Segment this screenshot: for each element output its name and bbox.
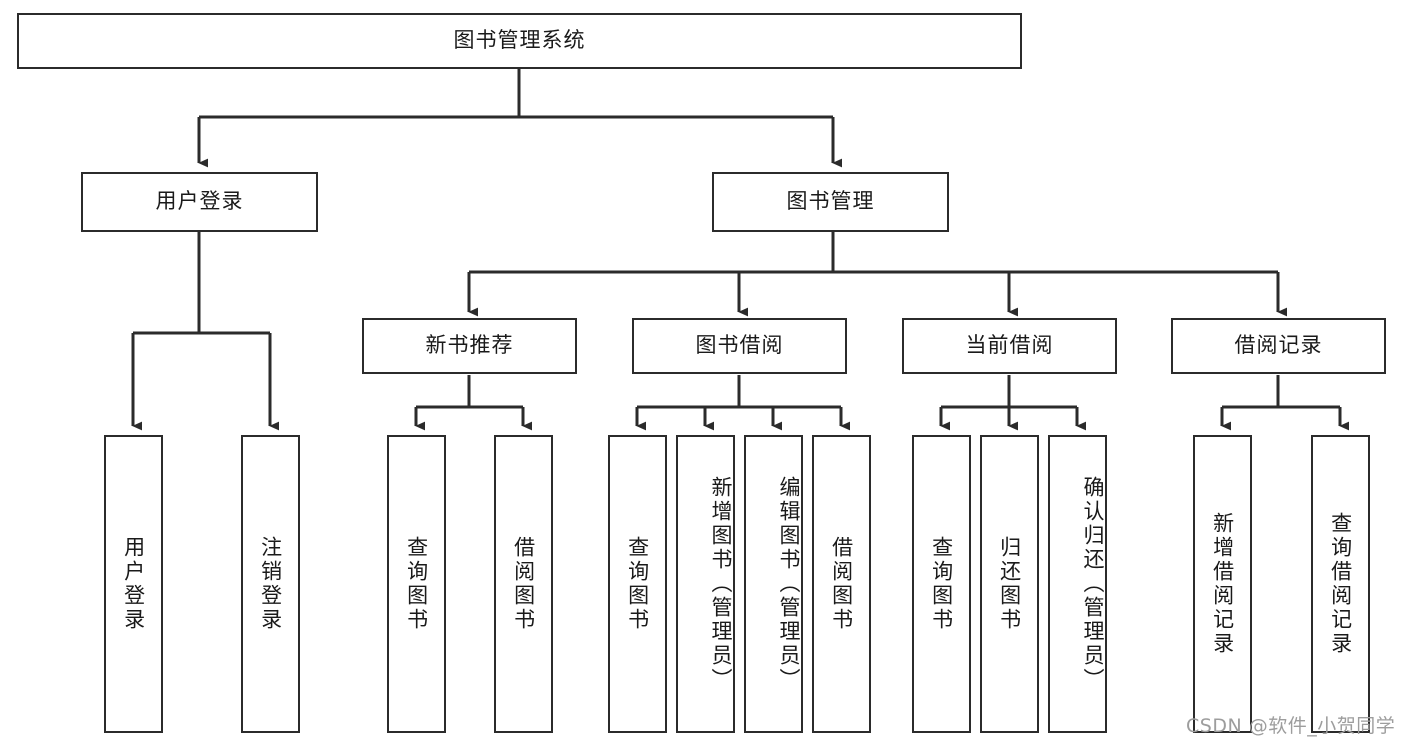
leaf-edit-book-admin[interactable]: 编辑图书（管理员） [744,435,803,733]
leaf-confirm-return-admin[interactable]: 确认归还（管理员） [1048,435,1107,733]
leaf-borrow-books-borrowing[interactable]: 借阅图书 [812,435,871,733]
node-borrowing-records[interactable]: 借阅记录 [1171,318,1386,374]
leaf-borrow-books-new-book[interactable]: 借阅图书 [494,435,553,733]
node-new-book-recommendation[interactable]: 新书推荐 [362,318,577,374]
leaf-add-book-admin[interactable]: 新增图书（管理员） [676,435,735,733]
leaf-query-borrowing-record[interactable]: 查询借阅记录 [1311,435,1370,733]
leaf-query-books-borrowing[interactable]: 查询图书 [608,435,667,733]
leaf-add-borrowing-record[interactable]: 新增借阅记录 [1193,435,1252,733]
node-root-book-management-system[interactable]: 图书管理系统 [17,13,1022,69]
node-current-borrowing[interactable]: 当前借阅 [902,318,1117,374]
leaf-user-login[interactable]: 用户登录 [104,435,163,733]
leaf-query-books-new-book[interactable]: 查询图书 [387,435,446,733]
leaf-return-books[interactable]: 归还图书 [980,435,1039,733]
leaf-query-books-current[interactable]: 查询图书 [912,435,971,733]
node-book-management[interactable]: 图书管理 [712,172,949,232]
leaf-logout[interactable]: 注销登录 [241,435,300,733]
watermark-csdn: CSDN @软件_小贺同学 [1186,715,1396,737]
node-user-login[interactable]: 用户登录 [81,172,318,232]
node-book-borrowing[interactable]: 图书借阅 [632,318,847,374]
